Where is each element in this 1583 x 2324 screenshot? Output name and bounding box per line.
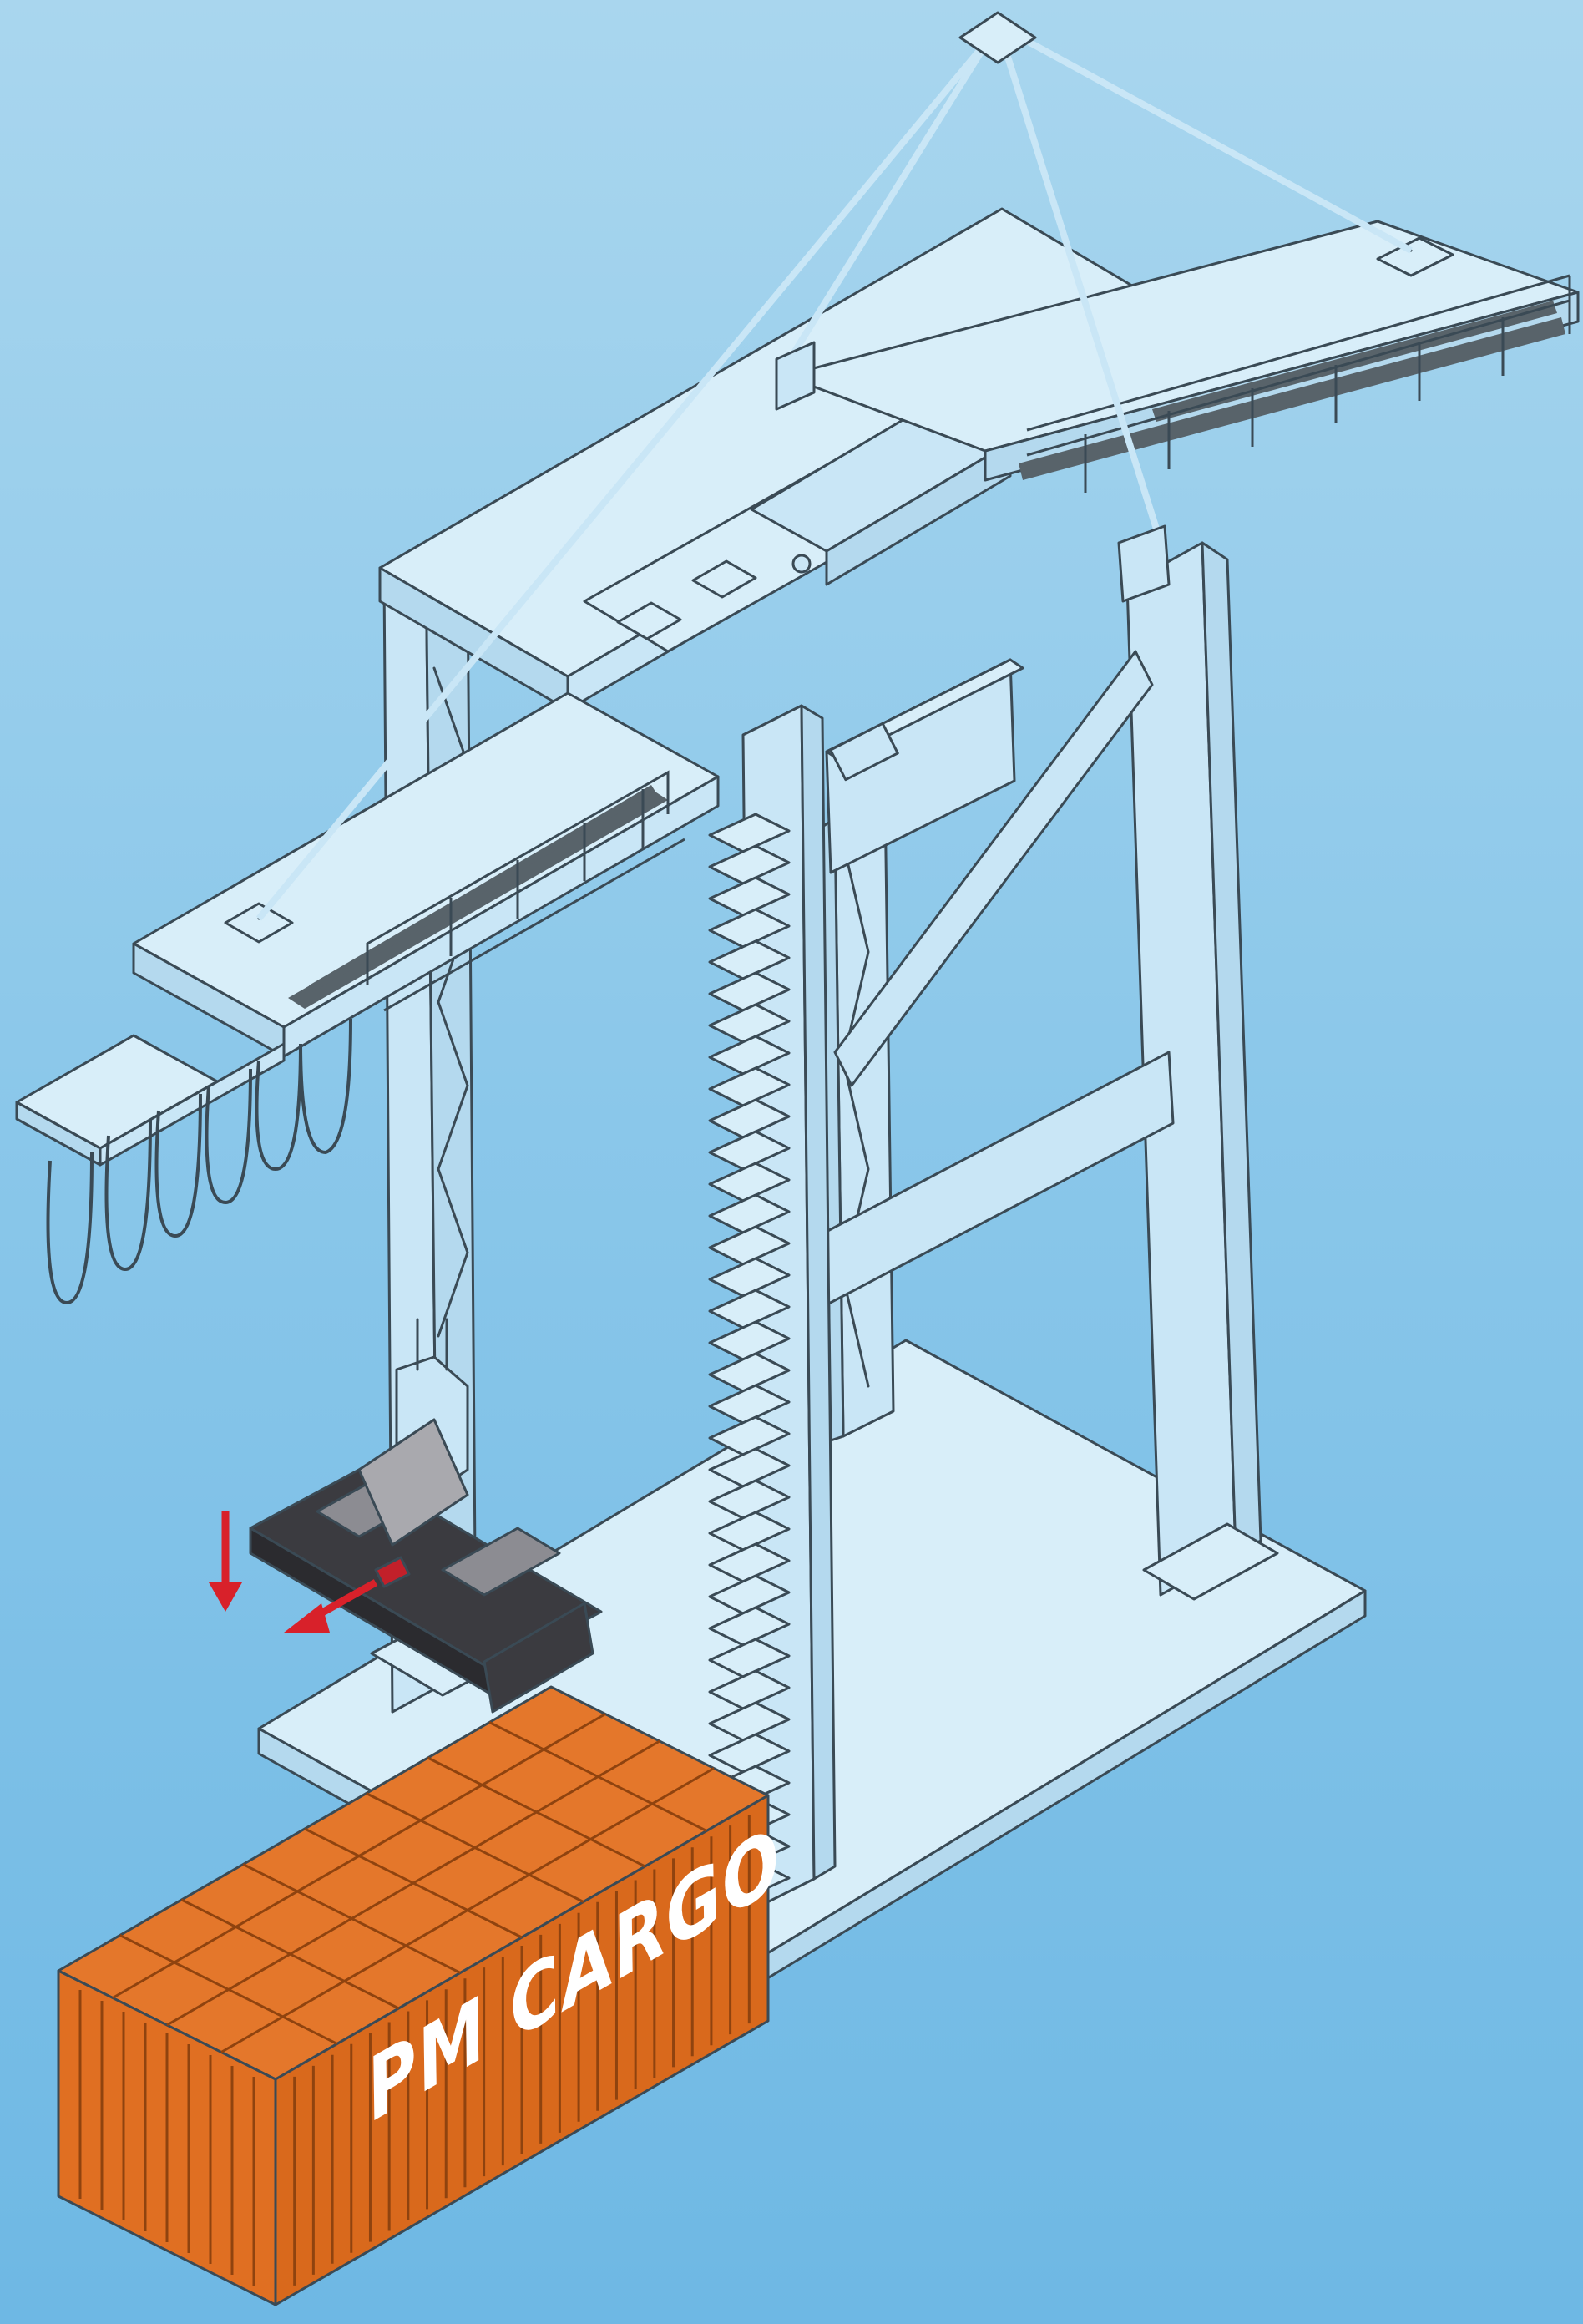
rack-tooth (708, 1384, 791, 1425)
shipping-container: PM CARGO (57, 1685, 789, 2306)
rack-teeth (708, 813, 791, 1901)
rack-tooth (708, 813, 791, 853)
rack-tooth (708, 1606, 791, 1647)
rack-tooth (708, 1066, 791, 1107)
rack-tooth (708, 1574, 791, 1615)
rack-tooth (708, 1225, 791, 1266)
rack-tooth (708, 1542, 791, 1583)
rack-tooth (708, 1130, 791, 1171)
rack-tooth (708, 908, 791, 949)
rear-boom (783, 220, 1580, 493)
roof-line (112, 1713, 606, 1999)
a-frame-struts (255, 11, 1413, 921)
rack-tooth (708, 876, 791, 917)
spreader (249, 1418, 603, 1714)
arrow-left-icon (284, 1579, 378, 1633)
rack-tooth (708, 939, 791, 980)
rack-tooth (708, 1415, 791, 1456)
rack-tooth (708, 971, 791, 1012)
rack-tooth (708, 1701, 791, 1742)
rack-tooth (708, 1257, 791, 1298)
rack-pillar (708, 704, 837, 1910)
rack-tooth (708, 1162, 791, 1203)
arrow-down-icon (209, 1511, 242, 1612)
container-roof-grid (112, 1713, 715, 2053)
crane-leg-right (817, 541, 1279, 1601)
hanging-cables (46, 1018, 352, 1305)
rack-tooth (708, 1320, 791, 1361)
rack-tooth (708, 1193, 791, 1234)
motor-box (825, 658, 1024, 874)
rack-tooth (708, 1352, 791, 1393)
front-boom (15, 691, 720, 1167)
crane-leg-back (821, 792, 895, 1442)
rack-tooth (708, 1447, 791, 1488)
rack-tooth (708, 1289, 791, 1329)
roof-line (220, 1767, 715, 2053)
container-ribs (78, 1815, 751, 2286)
rack-tooth (708, 844, 791, 885)
rack-tooth (708, 1733, 791, 1774)
roof-line (166, 1739, 660, 2027)
rack-tooth (708, 1003, 791, 1044)
rack-tooth (708, 1638, 791, 1678)
rack-tooth (708, 1479, 791, 1520)
rack-tooth (708, 1669, 791, 1710)
rack-tooth (708, 1098, 791, 1139)
rack-tooth (708, 1511, 791, 1552)
front-walkway (288, 785, 668, 1009)
rack-tooth (708, 1035, 791, 1076)
